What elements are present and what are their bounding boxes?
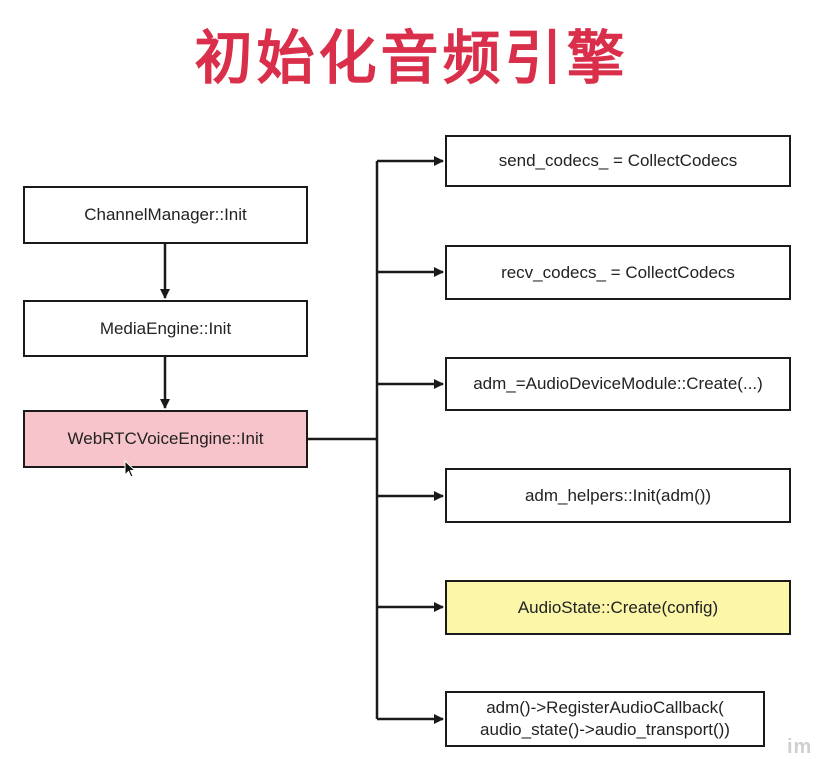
node-audio-state-create: AudioState::Create(config)	[445, 580, 791, 635]
node-label: AudioState::Create(config)	[517, 597, 719, 617]
watermark: im	[787, 736, 813, 758]
mouse-pointer-icon	[124, 460, 137, 478]
node-adm-helpers-init: adm_helpers::Init(adm())	[445, 468, 791, 523]
diagram-title: 初始化音频引擎	[194, 24, 629, 92]
node-channel-manager-init: ChannelManager::Init	[23, 186, 308, 244]
node-adm-create: adm_=AudioDeviceModule::Create(...)	[445, 357, 791, 411]
node-webrtc-voice-engine-init: WebRTCVoiceEngine::Init	[23, 410, 308, 468]
node-label: recv_codecs_ = CollectCodecs	[501, 262, 735, 282]
node-register-audio-callback: adm()->RegisterAudioCallback( audio_stat…	[445, 691, 765, 747]
node-label: adm_helpers::Init(adm())	[524, 485, 712, 505]
node-label: ChannelManager::Init	[84, 205, 247, 224]
node-send-codecs: send_codecs_ = CollectCodecs	[445, 135, 791, 187]
node-recv-codecs: recv_codecs_ = CollectCodecs	[445, 245, 791, 300]
node-media-engine-init: MediaEngine::Init	[23, 300, 308, 357]
node-label: send_codecs_ = CollectCodecs	[498, 151, 738, 170]
node-label: adm_=AudioDeviceModule::Create(...)	[473, 374, 763, 393]
node-label: WebRTCVoiceEngine::Init	[67, 429, 264, 448]
node-label: adm()->RegisterAudioCallback( audio_stat…	[480, 698, 730, 739]
node-label: MediaEngine::Init	[99, 318, 232, 338]
